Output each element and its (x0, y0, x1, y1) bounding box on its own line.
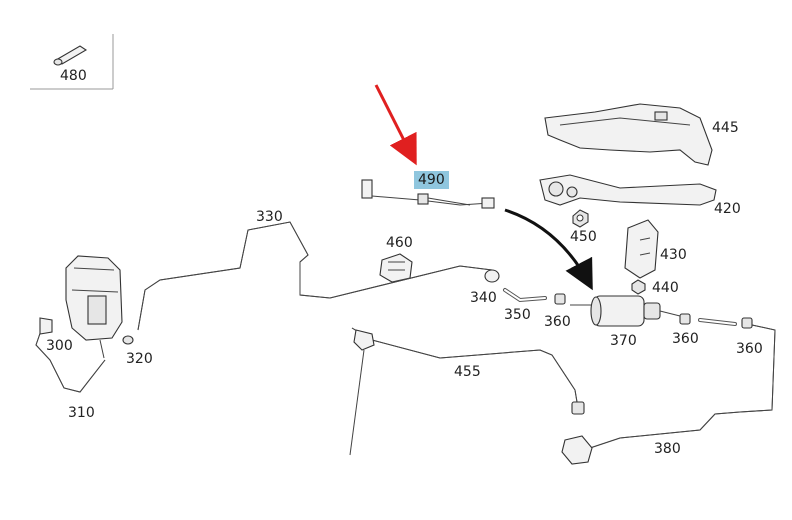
label-445: 445 (712, 120, 739, 136)
part-360-clamp-a[interactable] (554, 293, 566, 305)
hose-segment (698, 318, 737, 326)
part-455-fuel-line[interactable] (349, 327, 585, 456)
label-490-highlighted[interactable]: 490 (414, 171, 449, 189)
label-370: 370 (610, 333, 637, 349)
part-450-nut[interactable] (572, 209, 589, 228)
part-360-clamp-b[interactable] (679, 313, 691, 325)
label-440: 440 (652, 280, 679, 296)
black-curved-arrow (504, 208, 593, 291)
part-340-fitting[interactable] (484, 269, 500, 283)
label-380: 380 (654, 441, 681, 457)
part-330-fuel-line[interactable] (137, 221, 493, 331)
label-320: 320 (126, 351, 153, 367)
part-300-heater-unit[interactable] (65, 255, 123, 359)
label-350: 350 (504, 307, 531, 323)
label-480: 480 (60, 68, 87, 84)
red-pointer-arrow (374, 84, 417, 166)
part-480-pin[interactable] (53, 45, 88, 66)
label-340: 340 (470, 290, 497, 306)
label-360-c: 360 (736, 341, 763, 357)
part-430-clamp[interactable] (624, 219, 659, 279)
part-445-cover[interactable] (544, 103, 713, 166)
part-380-fuel-line[interactable] (561, 324, 776, 465)
label-360-b: 360 (672, 331, 699, 347)
label-430: 430 (660, 247, 687, 263)
label-360-a: 360 (544, 314, 571, 330)
label-460: 460 (386, 235, 413, 251)
label-450: 450 (570, 229, 597, 245)
inset-frame-480 (30, 34, 114, 90)
label-420: 420 (714, 201, 741, 217)
label-300: 300 (46, 338, 73, 354)
part-440-nut[interactable] (631, 279, 646, 295)
label-310: 310 (68, 405, 95, 421)
part-350-hose[interactable] (503, 288, 547, 303)
part-420-bracket[interactable] (539, 174, 717, 206)
label-455: 455 (454, 364, 481, 380)
part-310-hose[interactable] (35, 317, 106, 393)
part-360-clamp-c[interactable] (741, 317, 753, 329)
part-370-fuel-pump[interactable] (570, 295, 681, 327)
part-460-connector[interactable] (379, 253, 413, 283)
part-320-fitting[interactable] (122, 335, 134, 345)
label-330: 330 (256, 209, 283, 225)
part-490-wiring-harness[interactable] (361, 179, 495, 209)
